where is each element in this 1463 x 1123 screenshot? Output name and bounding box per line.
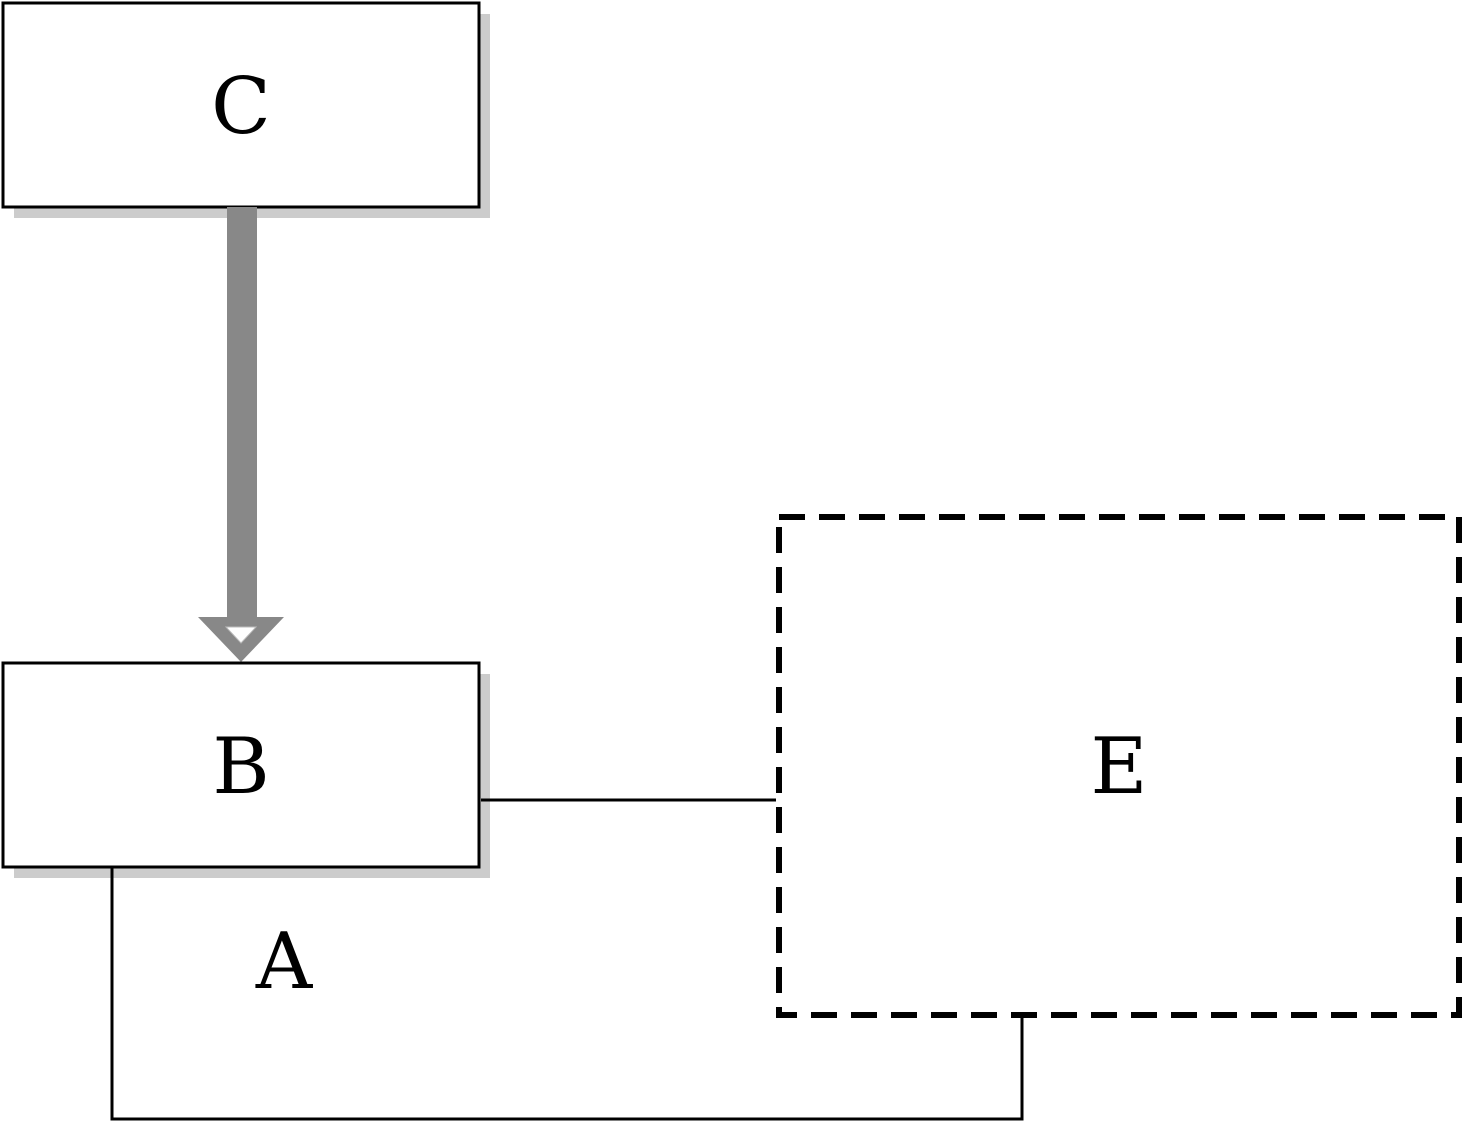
node-b[interactable]: B	[1, 661, 490, 878]
node-c-box	[1, 1, 481, 209]
node-b-box	[1, 661, 481, 869]
node-e-box	[776, 514, 1462, 1018]
node-c[interactable]: C	[1, 1, 490, 218]
node-c-label: C	[211, 62, 271, 152]
node-b-label: B	[212, 722, 269, 812]
node-e-label: E	[1091, 722, 1148, 812]
arrow-c-to-b-shaft	[227, 207, 257, 621]
edge-a-path	[110, 867, 1024, 1121]
node-e[interactable]: E	[776, 514, 1462, 1018]
arrow-c-to-b	[198, 207, 284, 662]
edge-a: A	[110, 867, 1024, 1121]
edge-a-label: A	[255, 917, 314, 1007]
arrow-c-to-b-head-inner	[224, 626, 258, 644]
